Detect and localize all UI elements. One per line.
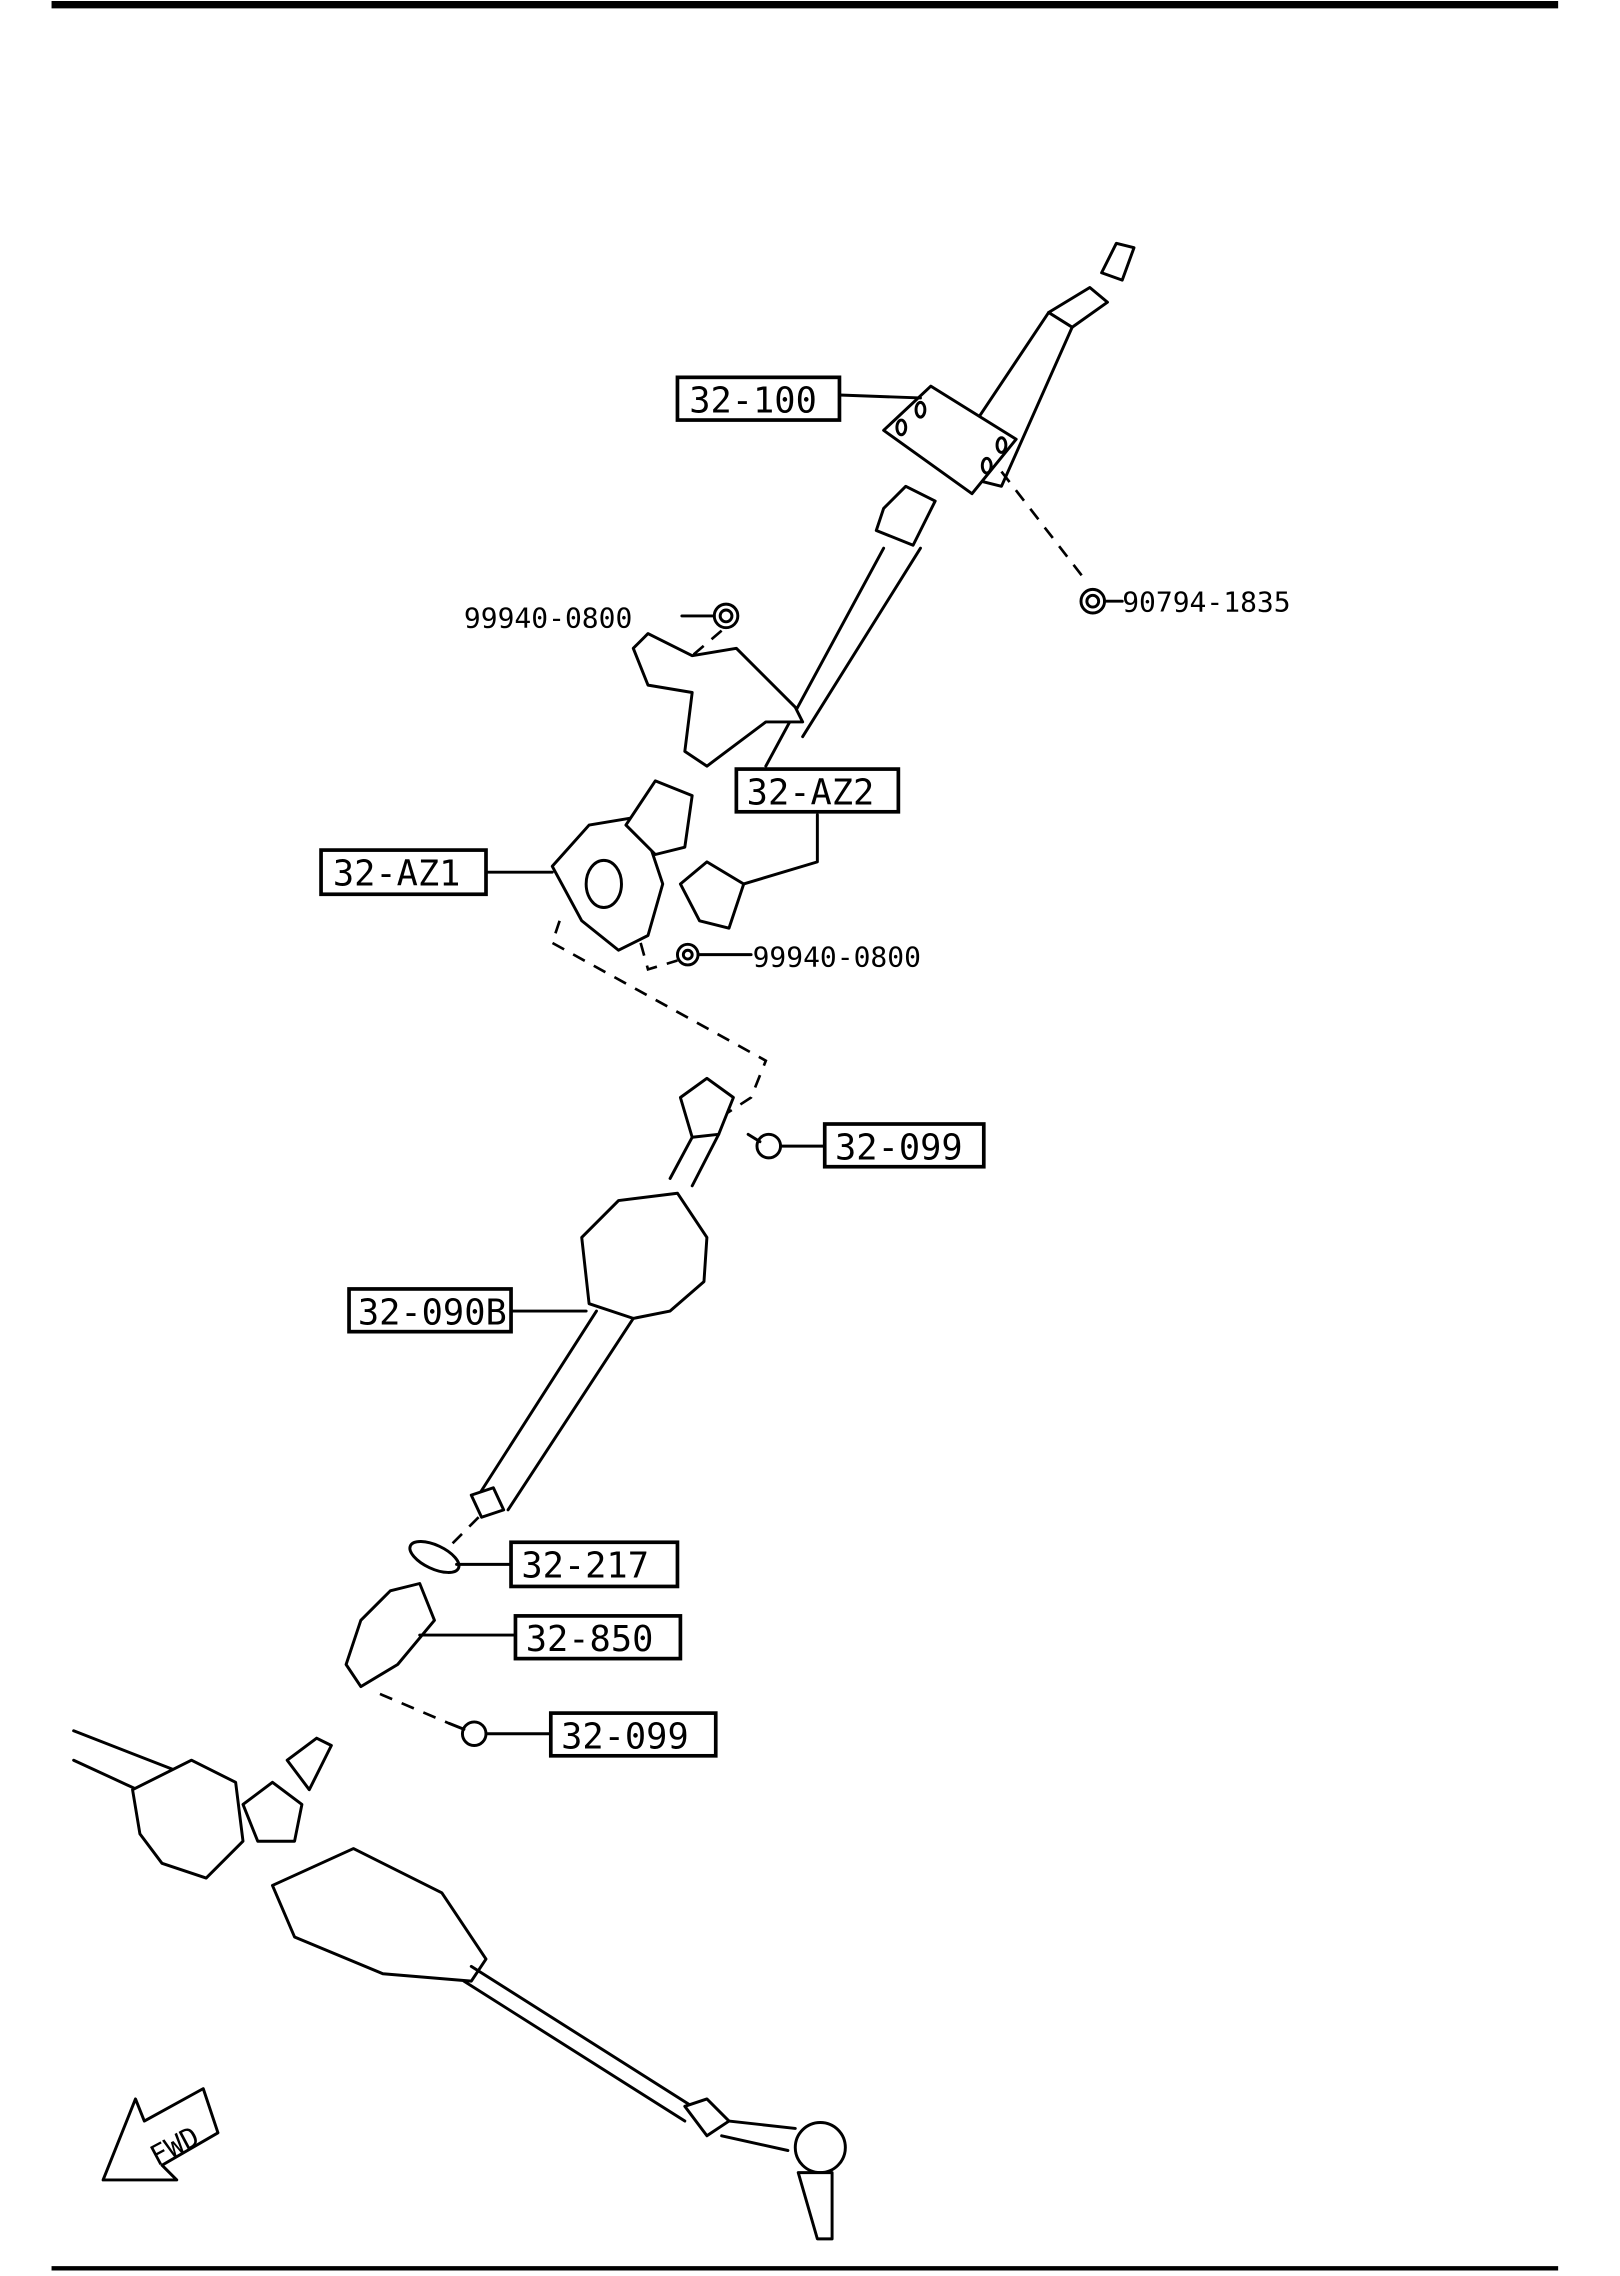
intermediate-joint-drawing (550, 779, 768, 1118)
part-number-99940-0800-upper[interactable]: 99940-0800 (464, 602, 716, 635)
callout-32-850[interactable]: 32-850 (418, 1614, 683, 1661)
callout-label: 32-090B (358, 1292, 507, 1333)
bolt-90794-1835-icon (1000, 470, 1107, 615)
steering-rack-drawing (72, 1729, 847, 2241)
callout-32-217[interactable]: 32-217 (455, 1540, 680, 1589)
forward-direction-arrow-icon: FWD (101, 2087, 220, 2182)
callout-label: 32-AZ1 (333, 853, 461, 894)
callout-32-az1[interactable]: 32-AZ1 (319, 848, 554, 897)
bolt-32-099-upper-icon (746, 1132, 783, 1160)
callout-32-090b[interactable]: 32-090B (347, 1287, 588, 1334)
part-number-label: 90794-1835 (1122, 586, 1290, 619)
bolt-32-099-lower-icon (447, 1720, 488, 1747)
callout-label: 32-217 (521, 1546, 649, 1587)
callout-label: 32-100 (689, 381, 817, 422)
callout-label: 32-AZ2 (747, 772, 875, 813)
part-number-99940-0800-lower[interactable]: 99940-0800 (696, 940, 921, 973)
part-number-90794-1835[interactable]: 90794-1835 (1103, 586, 1291, 619)
lower-shaft-drawing (344, 1076, 735, 1725)
nut-99940-0800-lower-icon (675, 942, 700, 967)
callout-label: 32-850 (526, 1619, 654, 1660)
callout-label: 32-099 (835, 1127, 963, 1168)
callout-32-100[interactable]: 32-100 (675, 375, 922, 422)
part-number-label: 99940-0800 (753, 940, 921, 973)
part-number-label: 99940-0800 (464, 602, 632, 635)
callout-32-099-lower[interactable]: 32-099 (484, 1711, 718, 1758)
callout-label: 32-099 (561, 1716, 689, 1757)
callout-32-099-upper[interactable]: 32-099 (779, 1122, 986, 1169)
steering-column-drawing (631, 241, 1136, 768)
callout-32-az2[interactable]: 32-AZ2 (734, 767, 901, 886)
